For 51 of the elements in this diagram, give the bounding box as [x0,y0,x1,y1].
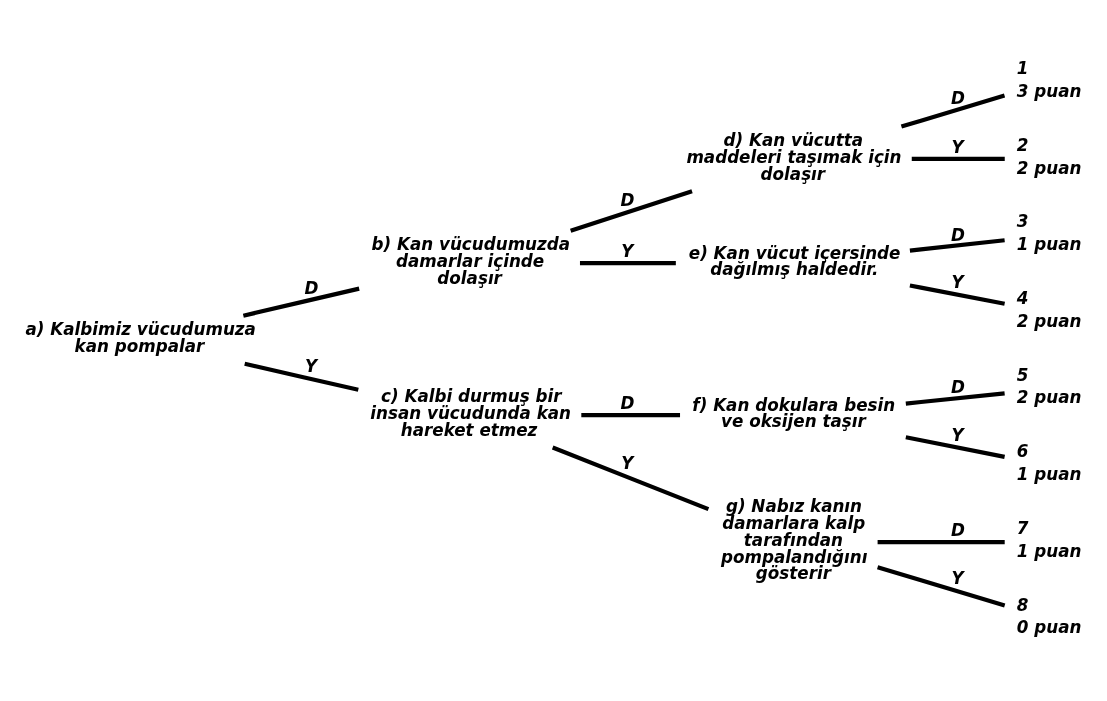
edge-label: Y [951,568,964,589]
edge-label: D [620,189,635,210]
node-text: 1 [1016,58,1029,79]
node-label: 2 puan [1016,310,1082,331]
connector [905,435,1006,459]
node-text: d) Kan vücutta maddeleri taşımak için dolaşır [686,130,902,184]
edge-label: Y [951,272,964,293]
node-text: g) Nabız kanın damarlara kalp tarafından pompalandığını gösterir [721,496,868,584]
node-text: 6 [1016,441,1029,462]
connector [579,261,676,266]
connector [877,565,1006,608]
connector [570,189,693,233]
node-label: 3 puan [1016,80,1082,101]
node-text: f) Kan dokulara besin ve oksijen taşır [692,394,896,432]
node-text: 2 [1016,134,1029,155]
edge-label: Y [621,241,634,262]
edge-label: D [950,376,965,397]
edge-label: D [304,278,319,299]
node-label: 1 puan [1016,464,1082,485]
node-text: 4 [1016,288,1029,309]
node-text: 5 [1016,364,1029,385]
connector [911,156,1005,162]
node-text: a) Kalbimiz vücudumuza kan pompalar [25,319,256,356]
node-label: 1 puan [1016,540,1082,561]
connector [909,238,1005,253]
node-text: 3 [1016,211,1029,232]
connector [551,445,710,512]
node-label: 2 puan [1016,157,1082,178]
node-text: e) Kan vücut içersinde dağılmış haldedir. [688,242,901,280]
edge-label: Y [305,356,318,377]
node-text: b) Kan vücudumuzda damarlar içinde dolaşır [371,234,571,288]
connector [244,361,359,392]
node-text: 8 [1016,594,1029,615]
connector [877,539,1005,545]
connector [581,413,681,418]
edge-label: D [950,224,965,245]
connector [900,93,1006,129]
connector [909,283,1006,306]
edge-label: D [950,520,965,541]
edge-label: D [620,393,635,414]
edge-label: Y [621,453,634,474]
node-text: c) Kalbi durmuş bir insan vücudunda kan hareket etmez [370,386,572,440]
node-text: 7 [1016,517,1029,538]
edge-label: D [950,88,965,109]
connector [905,391,1005,406]
node-label: 1 puan [1016,234,1082,255]
node-label: 2 puan [1016,387,1082,408]
connector [242,286,360,318]
edge-label: Y [951,137,964,158]
edge-label: Y [951,424,964,445]
node-label: 0 puan [1016,617,1082,638]
